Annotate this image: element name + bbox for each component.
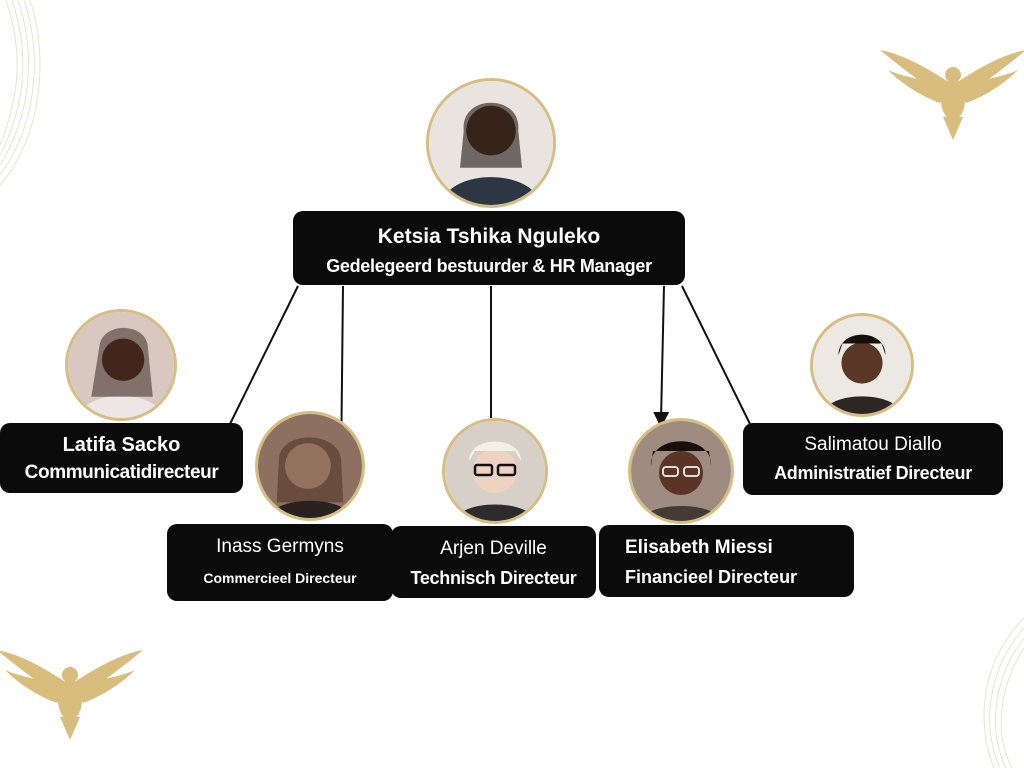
avatar-latifa: [65, 309, 177, 421]
avatar-elisabeth: [628, 418, 734, 524]
inass-role: Commercieel Directeur: [203, 570, 357, 586]
inass-label: Inass Germyns Commercieel Directeur: [167, 524, 393, 601]
ceo-role: Gedelegeerd bestuurder & HR Manager: [326, 256, 652, 276]
avatar-arjen: [442, 418, 548, 524]
elisabeth-name: Elisabeth Miessi: [625, 537, 773, 558]
person-photo-icon: [445, 421, 545, 521]
eagle-icon: [880, 50, 1024, 140]
avatar-inass: [255, 411, 365, 521]
avatar-ceo: [426, 78, 556, 208]
latifa-name: Latifa Sacko: [62, 434, 181, 456]
avatar-salimatou: [810, 313, 914, 417]
latifa-label: Latifa Sacko Communicatidirecteur: [0, 423, 243, 493]
connector-line: [229, 285, 299, 425]
elisabeth-role: Financieel Directeur: [625, 567, 798, 587]
connector-arrow: [653, 285, 670, 428]
arjen-name: Arjen Deville: [440, 538, 547, 559]
person-photo-icon: [68, 312, 174, 418]
connector-line: [681, 285, 751, 425]
inass-name: Inass Germyns: [216, 536, 344, 557]
ceo-label: Ketsia Tshika Nguleko Gedelegeerd bestuu…: [293, 211, 685, 285]
salimatou-label: Salimatou Diallo Administratief Directeu…: [743, 423, 1003, 495]
salimatou-role: Administratief Directeur: [774, 463, 972, 483]
arjen-label: Arjen Deville Technisch Directeur: [391, 526, 596, 598]
person-photo-icon: [258, 414, 362, 518]
corner-swirl-top-left: [0, 0, 41, 186]
person-photo-icon: [631, 421, 731, 521]
salimatou-name: Salimatou Diallo: [804, 434, 942, 455]
ceo-name: Ketsia Tshika Nguleko: [377, 225, 601, 248]
elisabeth-label: Elisabeth Miessi Financieel Directeur: [599, 525, 854, 597]
person-photo-icon: [813, 316, 911, 414]
arjen-role: Technisch Directeur: [410, 568, 577, 588]
eagle-icon: [0, 650, 143, 740]
corner-swirl-bottom-right: [983, 618, 1024, 768]
latifa-role: Communicatidirecteur: [24, 462, 219, 483]
person-photo-icon: [429, 81, 553, 205]
